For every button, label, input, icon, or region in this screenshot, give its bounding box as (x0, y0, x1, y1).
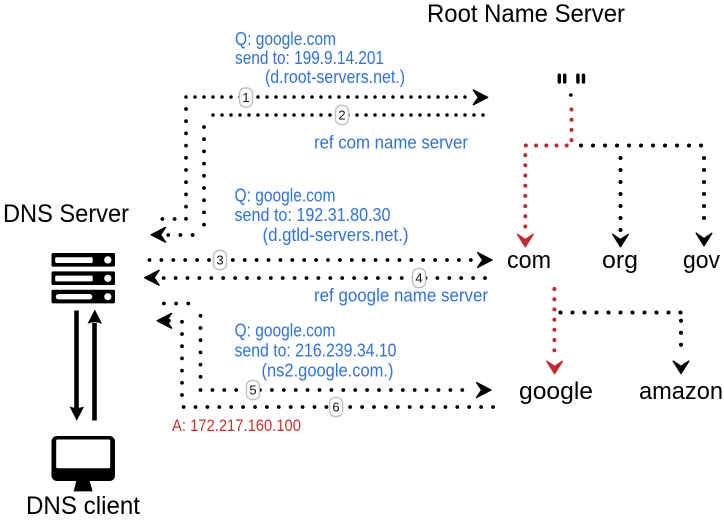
svg-text:(ns2.google.com.): (ns2.google.com.) (262, 361, 394, 381)
svg-text:org: org (602, 247, 638, 274)
svg-text:send to: 192.31.80.30: send to: 192.31.80.30 (235, 205, 391, 225)
svg-text:send to: 216.239.34.10: send to: 216.239.34.10 (235, 341, 397, 361)
svg-text:6: 6 (332, 400, 339, 415)
svg-text:DNS client: DNS client (26, 492, 140, 520)
svg-text:(d.root-servers.net.): (d.root-servers.net.) (265, 67, 405, 87)
svg-text:Q: google.com: Q: google.com (235, 29, 336, 49)
svg-text:com: com (507, 247, 551, 274)
svg-text:google: google (519, 378, 593, 405)
svg-text:A: 172.217.160.100: A: 172.217.160.100 (172, 417, 301, 435)
svg-text:Q: google.com: Q: google.com (235, 321, 336, 341)
svg-text:1: 1 (242, 90, 249, 105)
svg-text:3: 3 (216, 253, 223, 268)
svg-text:DNS Server: DNS Server (3, 200, 129, 228)
svg-text:ref com name server: ref com name server (314, 133, 468, 153)
svg-text:Root Name Server: Root Name Server (427, 0, 625, 28)
svg-text:Q: google.com: Q: google.com (235, 186, 336, 206)
svg-text:send to: 199.9.14.201: send to: 199.9.14.201 (235, 48, 384, 68)
svg-text:4: 4 (415, 271, 422, 286)
svg-text:2: 2 (338, 108, 345, 123)
svg-text:ref google name server: ref google name server (314, 286, 488, 306)
svg-text:(d.gtld-servers.net.): (d.gtld-servers.net.) (263, 225, 409, 245)
svg-text:gov: gov (683, 247, 720, 274)
svg-text:amazon: amazon (639, 378, 723, 405)
svg-text:5: 5 (249, 383, 256, 398)
